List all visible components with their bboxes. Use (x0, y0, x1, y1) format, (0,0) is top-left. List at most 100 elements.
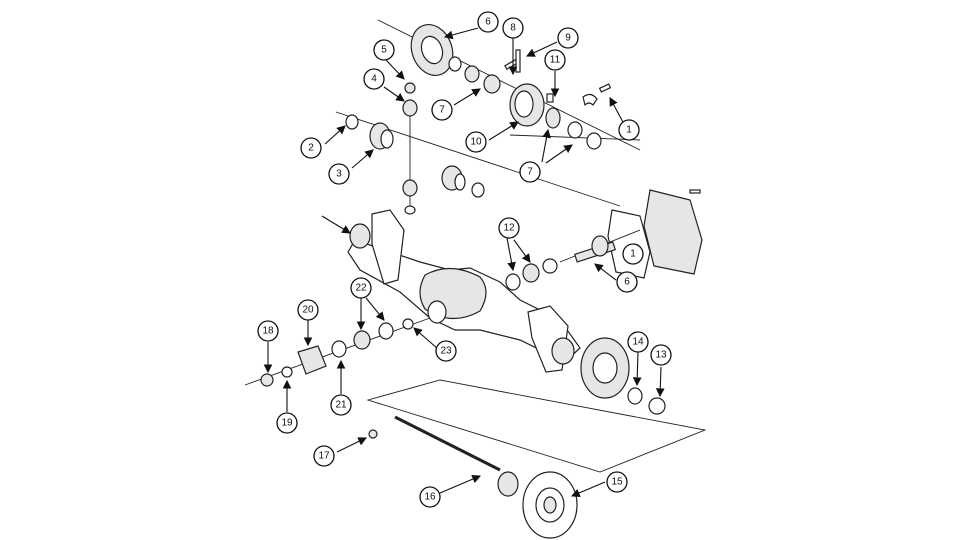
axle-housing (347, 209, 581, 373)
collapsible-spacer (402, 318, 414, 330)
pinion-seal (542, 258, 558, 274)
callout-label: 7 (527, 167, 533, 178)
callout-label: 12 (503, 223, 515, 234)
shaft-pin (515, 49, 521, 73)
c-clip-bolt (598, 83, 612, 93)
callout-12: 12 (498, 217, 520, 239)
callout-1: 1 (618, 119, 640, 141)
callout-label: 20 (302, 305, 314, 316)
callout-label: 13 (655, 350, 667, 361)
callout-label: 1 (630, 249, 636, 260)
pinion-gear (369, 122, 394, 150)
callout-label: 6 (485, 17, 491, 28)
pinion-bearing-race (505, 273, 521, 291)
callout-2: 2 (300, 137, 322, 159)
callout-label: 21 (335, 400, 347, 411)
bearing (483, 74, 501, 94)
callout-label: 17 (318, 451, 330, 462)
callout-label: 23 (440, 346, 452, 357)
leader-lines (263, 27, 665, 498)
housing-end-left (349, 223, 371, 249)
housing-end-right (551, 337, 575, 365)
callout-13: 13 (650, 344, 672, 366)
callout-label: 19 (281, 418, 293, 429)
bearing (464, 65, 480, 83)
callout-label: 11 (550, 55, 561, 66)
callout-label: 18 (262, 326, 274, 337)
upper-differential-parts (335, 19, 641, 215)
callout-1: 1 (622, 243, 644, 265)
c-lock (368, 429, 378, 439)
cover-gasket (607, 209, 651, 279)
washer (471, 182, 485, 198)
pinion-seal (331, 340, 347, 358)
thrust-washer (546, 93, 554, 103)
spider-gear-top (402, 99, 418, 117)
differential-cover (607, 189, 703, 279)
callout-22: 22 (350, 277, 372, 299)
callout-label: 5 (381, 45, 387, 56)
callout-4: 4 (363, 68, 385, 90)
callout-9: 9 (557, 27, 579, 49)
c-clip (582, 93, 598, 107)
callout-7: 7 (519, 161, 541, 183)
callout-label: 4 (371, 74, 377, 85)
bearing-race (378, 322, 394, 340)
callout-label: 22 (355, 283, 367, 294)
side-gear (545, 107, 561, 129)
callout-5: 5 (373, 39, 395, 61)
cover-bolt (689, 189, 701, 194)
pinion-shaft (559, 229, 641, 263)
callout-label: 6 (624, 277, 630, 288)
axle-flange (497, 471, 519, 497)
callout-15: 15 (606, 471, 628, 493)
callout-16: 16 (419, 486, 441, 508)
callout-8: 8 (502, 17, 524, 39)
pinion-bearing (522, 263, 540, 283)
callout-20: 20 (297, 299, 319, 321)
callout-label: 14 (632, 337, 644, 348)
front-bearing (353, 330, 371, 350)
axle-shaft-outline (366, 379, 707, 473)
callout-label: 1 (626, 125, 632, 136)
side-pinion-gear (441, 165, 466, 191)
callout-21: 21 (330, 394, 352, 416)
pinion-opening (427, 300, 447, 324)
callout-17: 17 (313, 445, 335, 467)
callout-6: 6 (616, 271, 638, 293)
spring-perch-left (371, 209, 405, 285)
callout-23: 23 (435, 340, 457, 362)
callout-3: 3 (328, 163, 350, 185)
callout-label: 10 (470, 137, 482, 148)
callout-10: 10 (465, 131, 487, 153)
callout-label: 7 (439, 105, 445, 116)
brake-backing-plate (580, 337, 630, 399)
callout-7: 7 (431, 99, 453, 121)
pinion-yoke (297, 345, 327, 375)
brake-rotor (522, 471, 578, 539)
bearing (567, 121, 583, 139)
callout-label: 8 (510, 23, 516, 34)
washer-top (404, 82, 416, 94)
callout-19: 19 (276, 412, 298, 434)
callout-18: 18 (257, 320, 279, 342)
callout-label: 2 (308, 143, 314, 154)
callout-label: 16 (424, 492, 436, 503)
axle-seal (648, 397, 666, 415)
spider-gear-bottom (402, 179, 418, 197)
washer (281, 366, 293, 378)
pinion-nut (260, 373, 274, 387)
wheel-bearing (627, 387, 643, 405)
bearing-race (586, 132, 602, 150)
bearing-race (448, 56, 462, 72)
callout-14: 14 (627, 331, 649, 353)
ring-gear (410, 24, 454, 76)
callout-label: 15 (611, 477, 623, 488)
callout-label: 9 (565, 33, 571, 44)
washer (345, 114, 359, 130)
washer-bottom (404, 205, 416, 215)
callout-label: 3 (336, 169, 342, 180)
